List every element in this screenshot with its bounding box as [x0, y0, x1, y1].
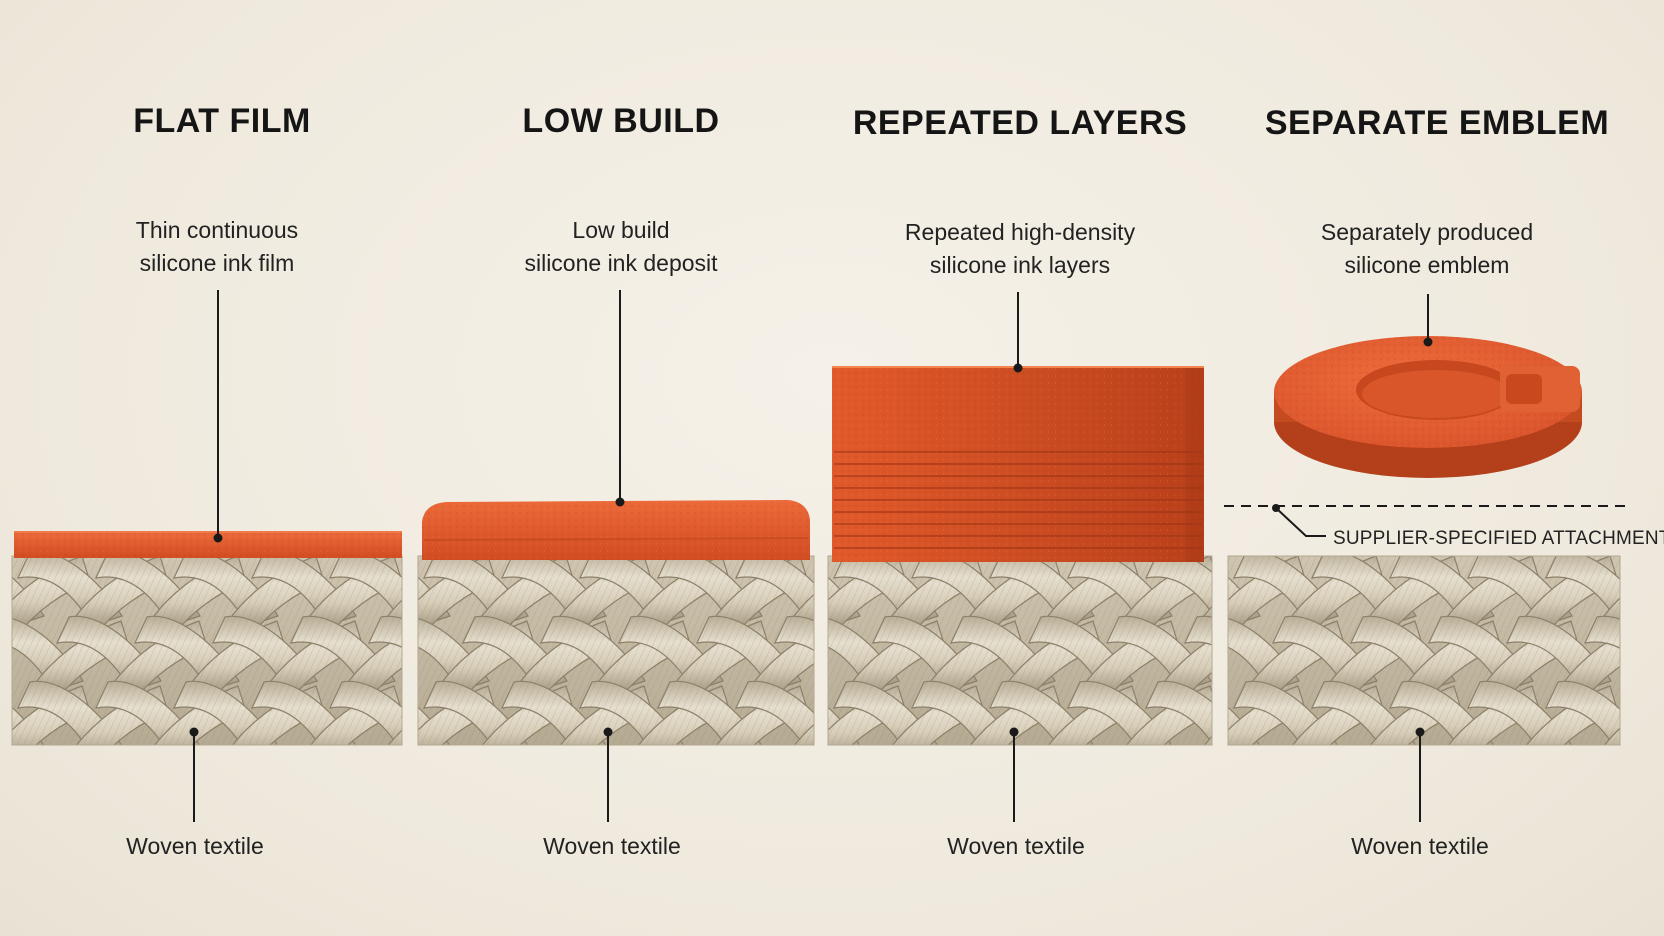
silicone-emblem: [1274, 336, 1582, 478]
textile-label-4: Woven textile: [1351, 833, 1489, 859]
textile-fiber-texture: [1228, 556, 1620, 745]
textile-fiber-texture: [12, 556, 402, 745]
label-low-build-line2: silicone ink deposit: [524, 250, 718, 276]
label-repeated-layers: Repeated high-density silicone ink layer…: [905, 216, 1135, 282]
label-repeated-layers-line1: Repeated high-density: [904, 219, 1136, 245]
label-low-build: Low build silicone ink deposit: [524, 214, 717, 280]
silicone-flat-film-texture: [14, 532, 402, 558]
label-low-build-line1: Low build: [572, 217, 670, 243]
leader-low-build-dot: [615, 497, 625, 507]
woven-textile-4: [1227, 551, 1664, 756]
attachment-leader-dot: [1272, 504, 1280, 512]
label-separate-emblem-line1: Separately produced: [1320, 219, 1534, 245]
textile-label-3: Woven textile: [947, 833, 1085, 859]
emblem-notch-inner: [1506, 374, 1542, 404]
leader-repeated-layers-dot: [1013, 363, 1023, 373]
leader-lines-group: [189, 290, 1630, 822]
panel-title-flat-film: FLAT FILM: [133, 102, 311, 140]
leader-separate-emblem-dot: [1423, 337, 1433, 347]
textile-strand: [1624, 551, 1664, 626]
textile-strand: [1624, 681, 1664, 756]
textile-strand: [1637, 621, 1664, 699]
textile-fiber-texture: [418, 556, 814, 745]
label-repeated-layers-line2: silicone ink layers: [929, 252, 1111, 278]
panel-title-low-build: LOW BUILD: [522, 102, 720, 140]
leader-flat-film-dot: [213, 533, 223, 543]
label-flat-film: Thin continuous silicone ink film: [136, 214, 298, 280]
silicone-low-build-edge: [423, 537, 809, 541]
woven-textile-3: [827, 555, 1213, 746]
panel-title-repeated-layers: REPEATED LAYERS: [852, 104, 1188, 142]
label-flat-film-line1: Thin continuous: [135, 217, 299, 243]
woven-textile-1: [11, 555, 403, 746]
label-separate-emblem-line2: silicone emblem: [1344, 252, 1510, 278]
textile-fiber-texture: [828, 556, 1212, 745]
silicone-low-build-texture: [422, 500, 810, 560]
silicone-group: [14, 336, 1582, 562]
panel-title-separate-emblem: SEPARATE EMBLEM: [1264, 104, 1610, 142]
label-separate-emblem: Separately produced silicone emblem: [1321, 216, 1533, 282]
woven-textile-2: [417, 555, 815, 746]
emblem-recess-floor: [1362, 370, 1510, 418]
attachment-label: SUPPLIER-SPECIFIED ATTACHMENT: [1333, 528, 1664, 549]
attachment-leader: [1275, 507, 1326, 537]
textile-label-1: Woven textile: [126, 833, 264, 859]
textile-label-2: Woven textile: [543, 833, 681, 859]
label-flat-film-line2: silicone ink film: [139, 250, 295, 276]
woven-textile-group: [11, 551, 1664, 756]
textile-edge: [1227, 555, 1621, 746]
